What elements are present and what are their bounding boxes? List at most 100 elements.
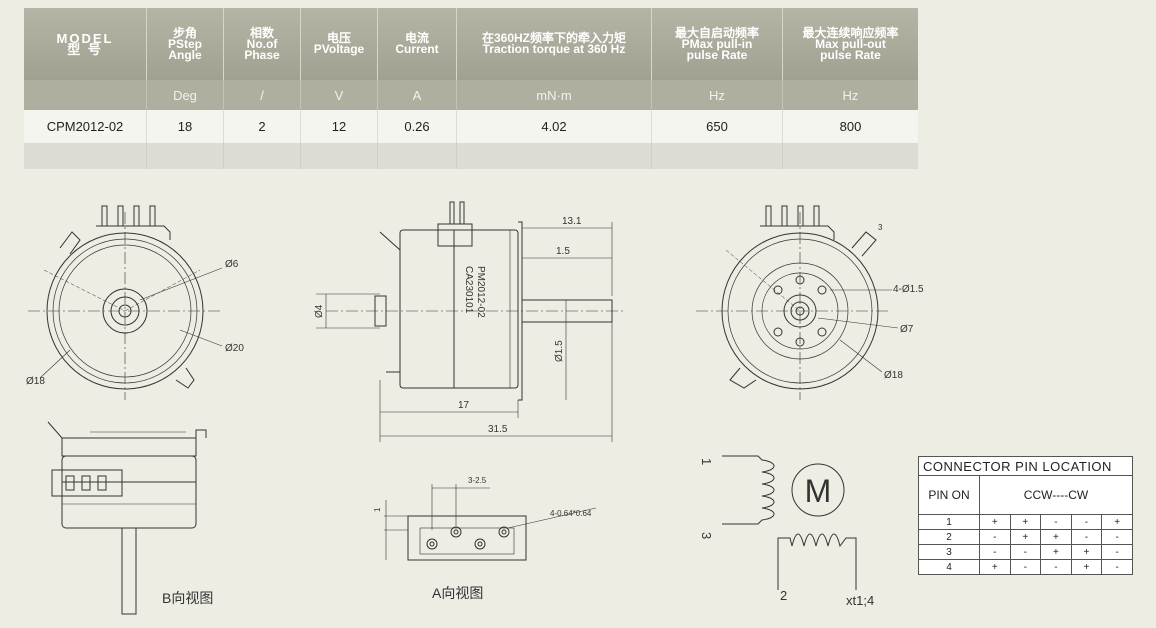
side-dim-d1-5: Ø1.5 (554, 340, 565, 362)
unit-cell: Deg (146, 80, 224, 110)
front-dim-d18: Ø18 (26, 376, 45, 387)
front-dim-d6: Ø6 (225, 259, 239, 270)
back-dim-small: 3 (878, 223, 883, 232)
unit-cell: A (377, 80, 457, 110)
pin-state: - (1101, 559, 1133, 575)
pin-state: + (1040, 529, 1072, 545)
pin-row: 3 - - + + - (918, 544, 1133, 560)
empty-cell (456, 143, 652, 169)
pin-row: 2 - + + - - (918, 529, 1133, 545)
connector-pin-table: CONNECTOR PIN LOCATION PIN ON CCW----CW … (918, 456, 1133, 575)
value-cell: CPM2012-02 (24, 110, 147, 143)
pin-state: + (1070, 559, 1103, 575)
empty-cell (782, 143, 918, 169)
pin-state: - (979, 544, 1011, 560)
unit-cell: Hz (782, 80, 918, 110)
pin-state: - (979, 529, 1011, 545)
pin-on-label: PIN ON (918, 475, 980, 515)
value-cell: 12 (300, 110, 378, 143)
value-cell: 650 (651, 110, 783, 143)
side-dim-13-1: 13.1 (562, 216, 582, 227)
unit-cell: / (223, 80, 301, 110)
back-dim-d7: Ø7 (900, 324, 914, 335)
unit-cell: mN·m (456, 80, 652, 110)
side-dim-31-5: 31.5 (488, 424, 508, 435)
b-view (47, 421, 207, 615)
empty-cell (651, 143, 783, 169)
a-view-dim-pins: 4-0.64*0.64 (550, 509, 592, 518)
pin-state: - (1101, 544, 1133, 560)
unit-cell: V (300, 80, 378, 110)
value-cell: 18 (146, 110, 224, 143)
pin-state: + (979, 514, 1011, 530)
pin-number: 3 (918, 544, 980, 560)
back-dim-holes: 4-Ø1.5 (893, 284, 924, 295)
empty-cell (24, 143, 147, 169)
empty-cell (377, 143, 457, 169)
side-dim-17: 17 (458, 400, 470, 411)
pin-state: + (1040, 544, 1072, 560)
spec-unit-row: Deg / V A mN·m Hz Hz (24, 80, 918, 110)
pin-state: - (1040, 514, 1072, 530)
empty-cell (300, 143, 378, 169)
front-dim-d20: Ø20 (225, 343, 244, 354)
empty-cell (146, 143, 224, 169)
pin-number: 2 (918, 529, 980, 545)
pin-state: - (1009, 544, 1042, 560)
pin-table-title: CONNECTOR PIN LOCATION (918, 456, 1133, 476)
terminal-1: 1 (699, 458, 714, 465)
value-cell: 4.02 (456, 110, 652, 143)
b-view-label: B向视图 (162, 590, 213, 606)
side-dim-d4: Ø4 (314, 304, 325, 318)
pin-state: + (1101, 514, 1133, 530)
back-dim-d18: Ø18 (884, 370, 903, 381)
pin-state: - (1070, 529, 1103, 545)
side-view (316, 201, 625, 442)
a-view-label: A向视图 (432, 585, 483, 601)
value-cell: 0.26 (377, 110, 457, 143)
spec-empty-row (24, 143, 918, 169)
terminal-3: 3 (699, 532, 714, 539)
terminal-2: 2 (780, 588, 787, 603)
pin-state: - (1070, 514, 1103, 530)
winding-schematic (722, 455, 857, 590)
value-cell: 2 (223, 110, 301, 143)
front-view (28, 205, 223, 400)
pin-number: 4 (918, 559, 980, 575)
pin-state: + (979, 559, 1011, 575)
pin-state: + (1070, 544, 1103, 560)
back-view (696, 205, 899, 400)
pin-state: - (1040, 559, 1072, 575)
unit-cell (24, 80, 147, 110)
unit-cell: Hz (651, 80, 783, 110)
empty-cell (223, 143, 301, 169)
pin-row: 4 + - - + - (918, 559, 1133, 575)
pin-state: - (1101, 529, 1133, 545)
terminal-4: xt1;4 (846, 593, 874, 608)
direction-label: CCW----CW (979, 475, 1133, 515)
pin-state: - (1009, 559, 1042, 575)
pin-number: 1 (918, 514, 980, 530)
pin-row: 1 + + - - + (918, 514, 1133, 530)
pin-state: + (1009, 529, 1042, 545)
a-view (384, 484, 597, 561)
spec-value-row: CPM2012-02 18 2 12 0.26 4.02 650 800 (24, 110, 918, 143)
side-dim-1-5: 1.5 (556, 246, 570, 257)
a-view-dim-1: 1 (373, 507, 382, 512)
a-view-dim-pitch: 3-2.5 (468, 476, 487, 485)
side-marking-batch: CA230101 (463, 266, 474, 314)
side-marking-model: PM2012-02 (475, 266, 486, 318)
value-cell: 800 (782, 110, 918, 143)
motor-symbol: M (805, 473, 832, 509)
